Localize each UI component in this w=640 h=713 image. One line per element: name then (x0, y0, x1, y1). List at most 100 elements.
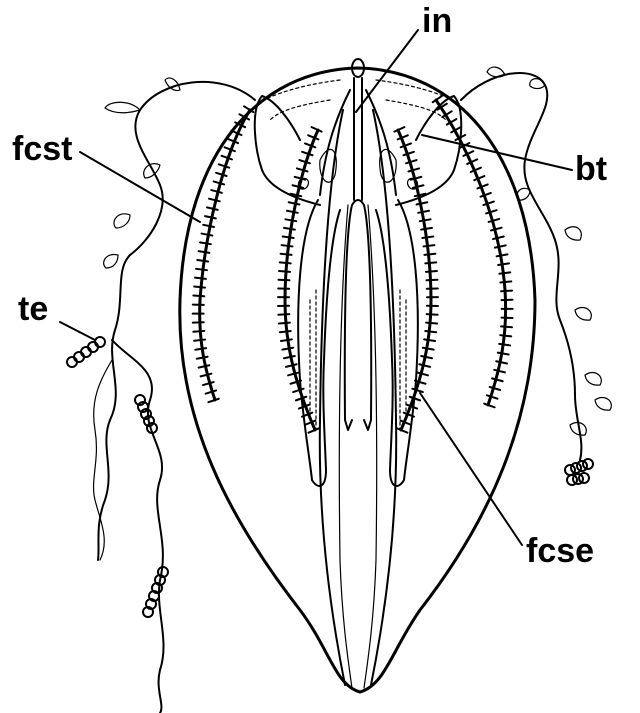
bulb-ellipses (298, 178, 417, 189)
tentacle-left-main (98, 82, 255, 560)
comb-plate (411, 177, 422, 180)
comb-plate (425, 262, 436, 263)
comb-plate (422, 236, 433, 238)
tentilla-right (487, 67, 611, 435)
comb-plate (427, 314, 438, 315)
tentacle-coil (579, 473, 589, 483)
comb-plate (201, 374, 212, 377)
comb-plate (295, 177, 306, 180)
comb-plate (424, 245, 435, 246)
comb-plate (500, 281, 511, 282)
comb-plate (200, 242, 211, 244)
comb-plate (418, 211, 429, 213)
comb-plate (199, 251, 210, 253)
comb-plate (282, 245, 293, 246)
body-outline (180, 68, 535, 692)
comb-plate (499, 344, 510, 346)
comb-plate (419, 364, 430, 367)
comb-plate (193, 295, 204, 296)
comb-plate (193, 331, 204, 332)
comb-plates-outer-left (193, 106, 254, 402)
label-fcst: fcst (12, 130, 72, 168)
comb-plate (285, 219, 296, 221)
tentacle-coil (571, 463, 581, 473)
comb-plate (494, 370, 505, 373)
tentacle-coil (74, 352, 84, 362)
comb-plate (279, 271, 290, 272)
comb-plate (195, 278, 206, 279)
tentacle-coil (577, 461, 587, 471)
tentacle-coil (67, 357, 77, 367)
comb-plate (497, 254, 508, 256)
comb-plate (426, 280, 437, 281)
comb-plate (417, 202, 428, 204)
comb-plate (205, 216, 216, 218)
comb-plate (493, 237, 504, 240)
comb-plate (501, 326, 512, 327)
leader-te (60, 322, 95, 340)
label-in: in (422, 2, 452, 40)
comb-plate (282, 348, 293, 350)
comb-plate (284, 228, 295, 230)
tentacle-coil (583, 459, 593, 469)
comb-plate (284, 356, 295, 358)
tentacle-coils-left (67, 337, 168, 617)
comb-plate (499, 272, 510, 273)
label-te: te (18, 290, 48, 328)
comb-plate (413, 185, 424, 188)
comb-plate (194, 287, 205, 288)
comb-plate (424, 339, 435, 341)
comb-plate (202, 234, 213, 236)
comb-plate (286, 364, 297, 367)
canal-ellipses (320, 149, 396, 182)
comb-plate (279, 280, 290, 281)
comb-plate (492, 378, 503, 381)
comb-plate (501, 291, 512, 292)
comb-plate (209, 199, 220, 202)
pharynx-core (345, 200, 371, 430)
comb-plate (421, 356, 432, 358)
comb-plate (421, 228, 432, 230)
leader-fcse (420, 393, 522, 545)
comb-plate (281, 339, 292, 341)
comb-plate (197, 357, 208, 359)
label-fcse: fcse (526, 532, 594, 570)
comb-plate (203, 225, 214, 227)
comb-plate (424, 254, 435, 255)
comb-plate (420, 219, 431, 221)
comb-plate (207, 207, 218, 209)
comb-plate (278, 314, 289, 315)
comb-plate (495, 245, 506, 247)
tentacle-coil (88, 342, 98, 352)
comb-plate (288, 372, 299, 375)
comb-plate (496, 361, 507, 363)
comb-plate (426, 323, 437, 324)
comb-plate (194, 340, 205, 341)
tentacle-coil (95, 337, 105, 347)
comb-plate (287, 211, 298, 213)
comb-plate (293, 185, 304, 188)
comb-plate (279, 323, 290, 324)
comb-plate (199, 365, 210, 367)
leader-bt (422, 135, 572, 170)
pharynx-inner (339, 205, 376, 688)
pharynx (320, 110, 396, 685)
comb-plate (281, 254, 292, 255)
comb-plate (211, 190, 222, 193)
comb-plate (197, 260, 208, 262)
comb-plate (425, 331, 436, 332)
comb-plate (289, 202, 300, 204)
comb-plate (498, 263, 509, 265)
tentacle-right-main (461, 73, 581, 460)
comb-plate (196, 269, 207, 270)
comb-plate (423, 348, 434, 350)
tentacle-coil (565, 465, 575, 475)
comb-plate (498, 353, 509, 355)
tentacle-left-branch2 (94, 360, 112, 560)
leader-fcst (80, 152, 200, 222)
comb-plate (195, 348, 206, 350)
tentacle-coil (81, 347, 91, 357)
comb-plate (500, 335, 511, 336)
comb-plate (426, 271, 437, 272)
